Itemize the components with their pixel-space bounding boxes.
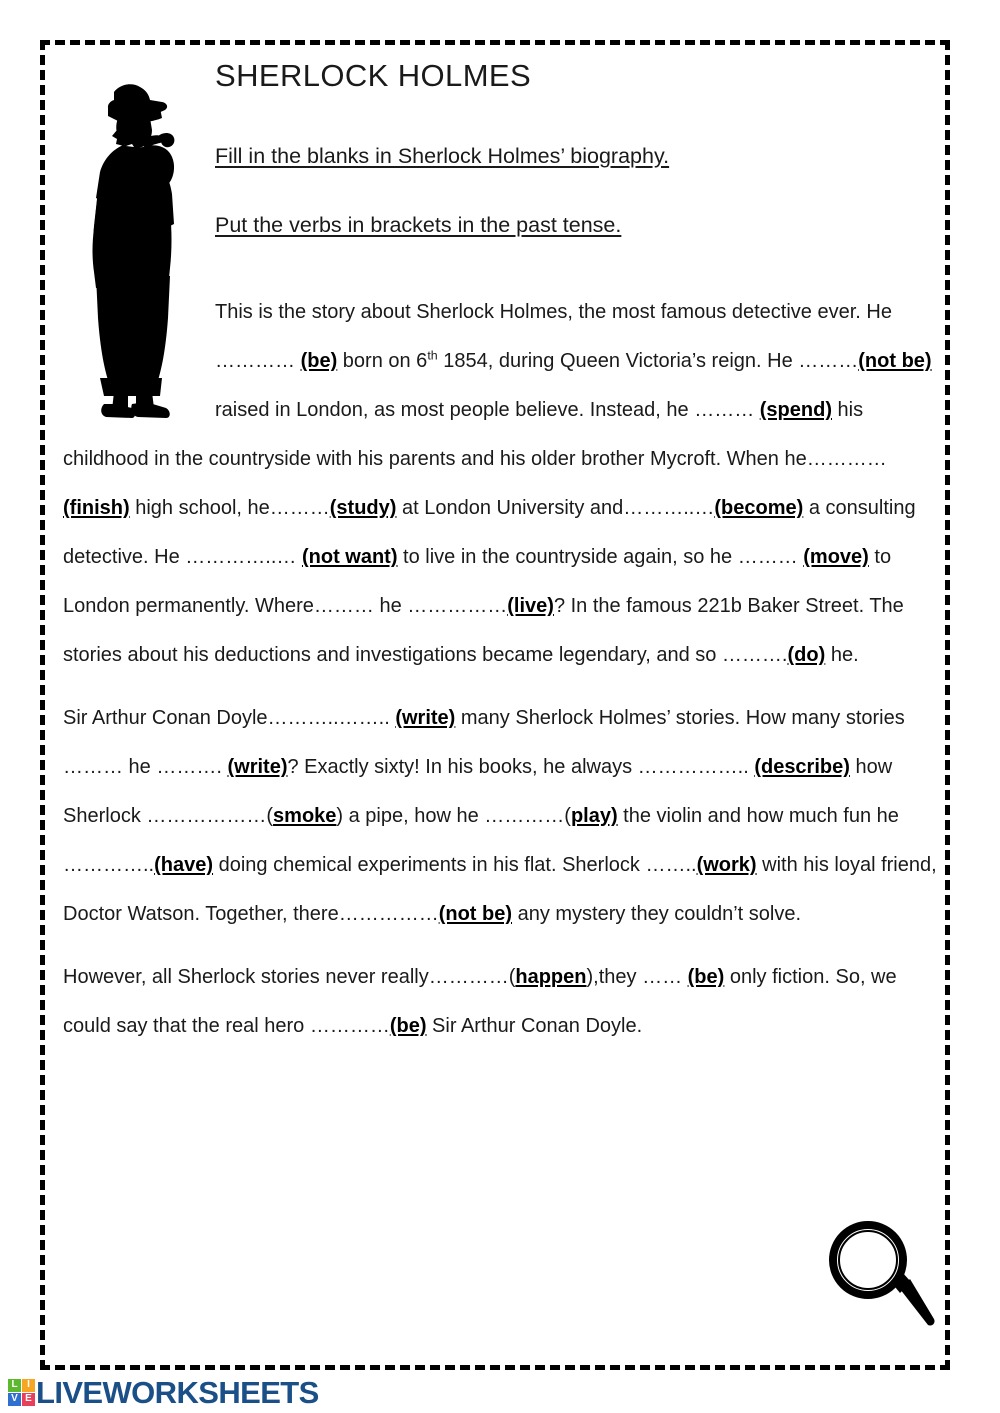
worksheet-border-frame <box>40 40 950 1370</box>
text-run: doing chemical experiments in his flat. … <box>213 854 697 876</box>
text-run: ),they …… <box>586 966 688 988</box>
ordinal-suffix: th <box>427 348 438 363</box>
text-run: with his loyal friend, Doctor Watson. To… <box>63 854 937 925</box>
verb-prompt-write-2: (write) <box>227 756 288 778</box>
text-run: many Sherlock Holmes’ stories. How many … <box>63 707 905 778</box>
verb-prompt-be-2: (be) <box>389 1015 427 1037</box>
liveworksheets-footer: L I V E LIVEWORKSHEETS <box>8 1372 319 1412</box>
instruction-past-tense: Put the verbs in brackets in the past te… <box>215 213 622 238</box>
text-run: to live in the countryside again, so he … <box>397 546 804 568</box>
verb-prompt-be: (be) <box>300 350 338 372</box>
verb-prompt-study: (study) <box>329 497 397 519</box>
text-run: he. <box>825 644 859 666</box>
logo-letter-l: L <box>8 1378 21 1392</box>
page-title: SHERLOCK HOLMES <box>215 58 532 93</box>
text-run: ? In the famous 221b Baker Street. The s… <box>63 595 904 666</box>
instruction-fill-blanks: Fill in the blanks in Sherlock Holmes’ b… <box>215 143 670 168</box>
paragraph-conclusion: However, all Sherlock stories never real… <box>63 953 943 1051</box>
text-run: However, all Sherlock stories never real… <box>63 966 516 988</box>
text-run: any mystery they couldn’t solve. <box>512 903 802 925</box>
verb-prompt-happen: happen <box>515 966 587 988</box>
text-run: a consulting detective. He …………..… <box>63 497 916 568</box>
verb-prompt-be-1: (be) <box>687 966 725 988</box>
text-run: ? Exactly sixty! In his books, he always… <box>287 756 755 778</box>
text-run: the violin and how much fun he ………….. <box>63 805 899 876</box>
verb-prompt-have: (have) <box>154 854 214 876</box>
text-run: his childhood in the countryside with hi… <box>63 399 887 470</box>
liveworksheets-wordmark: LIVEWORKSHEETS <box>36 1374 319 1410</box>
verb-prompt-not-be-2: (not be) <box>438 903 513 925</box>
liveworksheets-logo-icon: L I V E <box>8 1378 35 1406</box>
text-run: ) a pipe, how he …………( <box>336 805 571 827</box>
verb-prompt-move: (move) <box>803 546 869 568</box>
verb-prompt-finish: (finish) <box>63 497 130 519</box>
text-run: raised in London, as most people believe… <box>215 399 760 421</box>
worksheet-body: This is the story about Sherlock Holmes,… <box>63 288 943 1051</box>
sherlock-holmes-silhouette <box>70 78 192 423</box>
verb-prompt-not-want: (not want) <box>301 546 398 568</box>
paragraph-biography: This is the story about Sherlock Holmes,… <box>63 288 943 680</box>
verb-prompt-write-1: (write) <box>395 707 456 729</box>
text-run: at London University and………..… <box>396 497 715 519</box>
verb-prompt-describe: (describe) <box>754 756 850 778</box>
text-run: only fiction. So, we could say that the … <box>63 966 897 1037</box>
verb-prompt-become: (become) <box>714 497 804 519</box>
verb-prompt-work: (work) <box>696 854 757 876</box>
paragraph-conan-doyle: Sir Arthur Conan Doyle………..…….. (write) … <box>63 694 943 939</box>
verb-prompt-smoke: smoke <box>273 805 337 827</box>
text-run: how Sherlock ………………( <box>63 756 893 827</box>
text-run: high school, he……… <box>129 497 330 519</box>
magnifying-glass-icon <box>818 1218 943 1333</box>
worksheet-header: SHERLOCK HOLMES Fill in the blanks in Sh… <box>215 58 915 239</box>
verb-prompt-live: (live) <box>507 595 554 617</box>
verb-prompt-spend: (spend) <box>759 399 832 421</box>
logo-letter-i: I <box>22 1378 35 1392</box>
logo-letter-v: V <box>8 1392 21 1406</box>
text-run: This is the story about Sherlock Holmes,… <box>215 301 892 372</box>
text-run: Sir Arthur Conan Doyle………..…….. <box>63 707 396 729</box>
text-run: born on 6 <box>337 350 428 372</box>
verb-prompt-not-be: (not be) <box>858 350 932 372</box>
logo-letter-e: E <box>22 1392 35 1406</box>
text-run: to London permanently. Where……… he …………… <box>63 546 892 617</box>
verb-prompt-do: (do) <box>787 644 826 666</box>
verb-prompt-play: play) <box>570 805 618 827</box>
text-run: 1854, during Queen Victoria’s reign. He … <box>437 350 859 372</box>
text-run: Sir Arthur Conan Doyle. <box>426 1015 643 1037</box>
